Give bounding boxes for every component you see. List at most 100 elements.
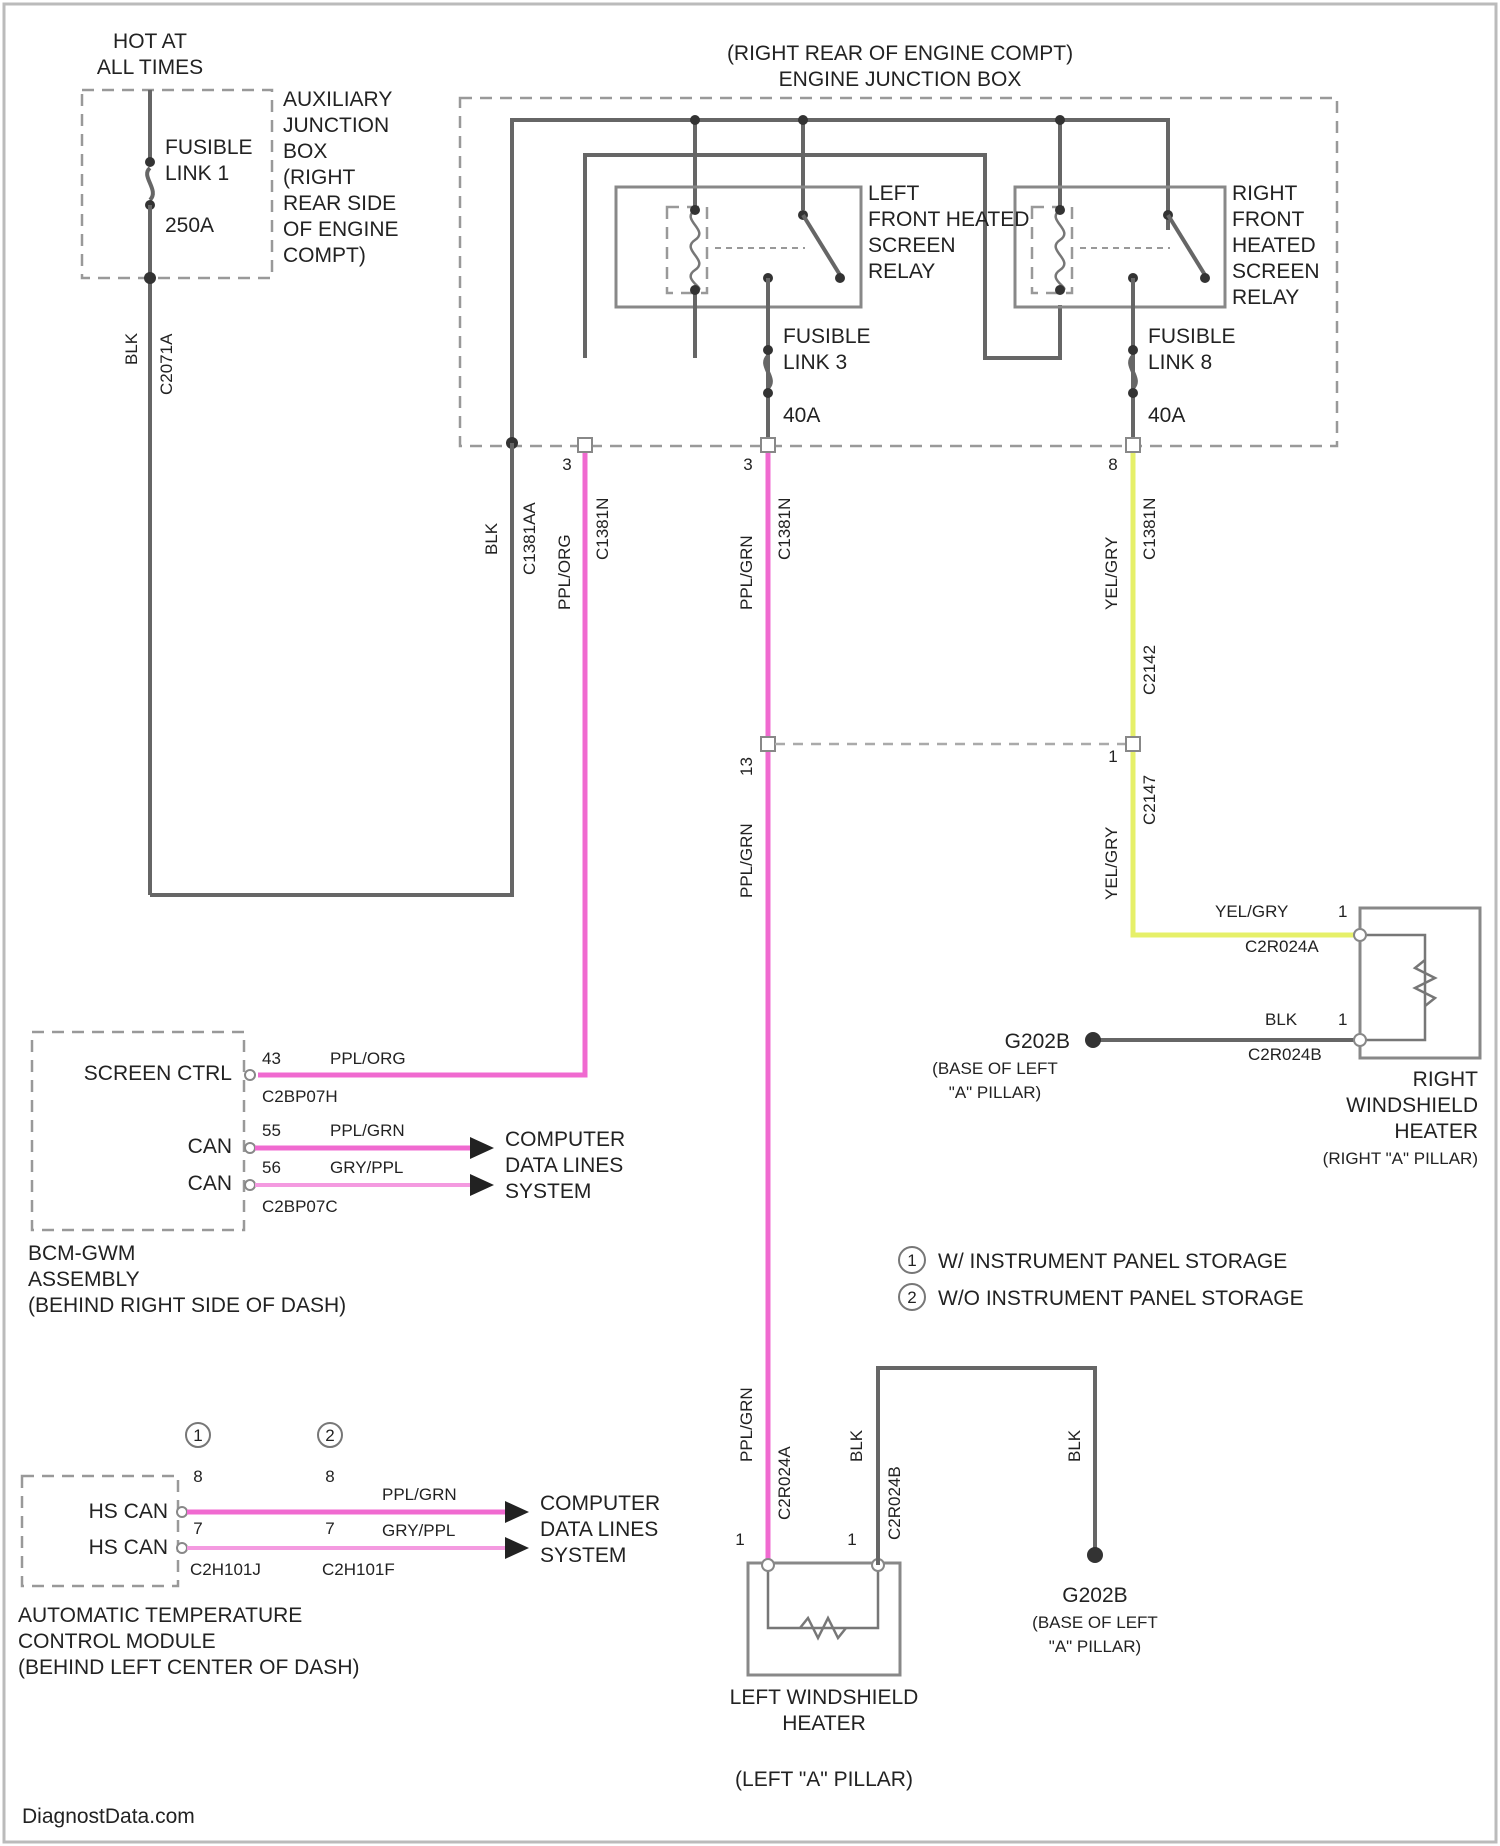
blk-wire-conn: C1381AA	[520, 502, 539, 575]
bcm-wire-can-hi: PPL/GRN	[330, 1121, 405, 1140]
c2142-conn: C2142	[1140, 645, 1159, 695]
atc-hs-can-hi: HS CAN	[89, 1500, 168, 1523]
atc-module: HS CAN HS CAN 1 2 8 7 8 7 PPL/GRN GRY/PP…	[18, 1423, 660, 1679]
yel-gry-pin: 8	[1108, 455, 1117, 474]
bcm-data-lines-2: DATA LINES	[505, 1154, 623, 1177]
right-heater-gnd-conn: C2R024B	[1248, 1045, 1322, 1064]
left-heater-ground: G202B	[1062, 1584, 1127, 1607]
bcm-pin-screen: 43	[262, 1049, 281, 1068]
bcm-label-3: (BEHIND RIGHT SIDE OF DASH)	[28, 1294, 346, 1317]
left-heater-gnd-conn: C2R024B	[885, 1466, 904, 1540]
atc-data-lines-3: SYSTEM	[540, 1544, 626, 1567]
legend: 1 W/ INSTRUMENT PANEL STORAGE 2 W/O INST…	[899, 1247, 1304, 1310]
legend-mark-1: 1	[907, 1251, 916, 1270]
atc-pin-3: 8	[325, 1467, 334, 1486]
aux-label-1: AUXILIARY	[283, 88, 392, 111]
bcm-data-lines-1: COMPUTER	[505, 1128, 625, 1151]
atc-label-1: AUTOMATIC TEMPERATURE	[18, 1604, 302, 1627]
left-heater-label-1: LEFT WINDSHIELD	[730, 1686, 919, 1709]
fuse3-label: FUSIBLE	[783, 325, 871, 348]
footer-watermark: DiagnostData.com	[22, 1805, 195, 1828]
right-heater-ground-loc-1: (BASE OF LEFT	[932, 1059, 1058, 1078]
atc-mark-1: 1	[193, 1426, 202, 1445]
atc-pin-2: 7	[193, 1519, 202, 1538]
left-relay-label-1: LEFT	[868, 182, 920, 205]
right-heater-pwr-pin: 1	[1338, 902, 1347, 921]
right-heater-label-2: WINDSHIELD	[1346, 1094, 1478, 1117]
right-heater-ground-loc-2: "A" PILLAR)	[949, 1083, 1041, 1102]
ppl-org-label: PPL/ORG	[555, 534, 574, 610]
left-heater-loc: (LEFT "A" PILLAR)	[735, 1768, 913, 1791]
ppl-grn-conn: C1381N	[775, 498, 794, 560]
right-heater-ground: G202B	[1005, 1030, 1070, 1053]
atc-label-3: (BEHIND LEFT CENTER OF DASH)	[18, 1656, 359, 1679]
fuse8-rating: 40A	[1148, 404, 1185, 427]
fuse1-label-2: LINK 1	[165, 162, 229, 185]
right-relay-label-1: RIGHT	[1232, 182, 1298, 205]
left-heater-label-2: HEATER	[782, 1712, 866, 1735]
aux-label-4: (RIGHT	[283, 166, 355, 189]
fuse8-label: FUSIBLE	[1148, 325, 1236, 348]
engine-junction-box: (RIGHT REAR OF ENGINE COMPT) ENGINE JUNC…	[460, 42, 1337, 449]
hot-label-2: ALL TIMES	[97, 56, 203, 79]
left-windshield-heater: PPL/GRN C2R024A BLK C2R024B BLK 1 1 G202…	[730, 1368, 1158, 1791]
bcm-can-lo: CAN	[188, 1172, 232, 1195]
bcm-label-2: ASSEMBLY	[28, 1268, 140, 1291]
atc-conn-2: C2H101F	[322, 1560, 395, 1579]
c2147-pin: 1	[1108, 747, 1117, 766]
right-heater-gnd-wire: BLK	[1265, 1010, 1298, 1029]
left-heater-pwr-pin: 1	[735, 1530, 744, 1549]
atc-conn-1: C2H101J	[190, 1560, 261, 1579]
aux-label-5: REAR SIDE	[283, 192, 396, 215]
right-relay-label-4: SCREEN	[1232, 260, 1320, 283]
left-heater-pwr-conn: C2R024A	[775, 1446, 794, 1520]
bcm-screen-ctrl: SCREEN CTRL	[84, 1062, 232, 1085]
fuse3-rating: 40A	[783, 404, 820, 427]
bcm-wire-screen: PPL/ORG	[330, 1049, 406, 1068]
right-relay-label-2: FRONT	[1232, 208, 1304, 231]
right-heater-gnd-pin: 1	[1338, 1010, 1347, 1029]
splice-pin: 13	[737, 757, 756, 776]
right-windshield-heater: YEL/GRY 1 C2R024A BLK 1 C2R024B G202B (B…	[932, 902, 1480, 1168]
aux-connector: C2071A	[157, 333, 176, 395]
legend-mark-2: 2	[907, 1288, 916, 1307]
auxiliary-junction-box: HOT AT ALL TIMES FUSIBLE LINK 1 250A AUX…	[82, 30, 399, 895]
aux-label-3: BOX	[283, 140, 327, 163]
bcm-pin-can-lo: 56	[262, 1158, 281, 1177]
c2147-conn: C2147	[1140, 775, 1159, 825]
engine-box-location: (RIGHT REAR OF ENGINE COMPT)	[727, 42, 1073, 65]
atc-pin-1: 8	[193, 1467, 202, 1486]
bcm-pin-can-hi: 55	[262, 1121, 281, 1140]
left-heater-gnd-wire: BLK	[847, 1429, 866, 1462]
right-heater-label-1: RIGHT	[1413, 1068, 1479, 1091]
left-heater-ground-loc-2: "A" PILLAR)	[1049, 1637, 1141, 1656]
legend-text-1: W/ INSTRUMENT PANEL STORAGE	[938, 1250, 1287, 1273]
right-heater-pwr-wire: YEL/GRY	[1215, 902, 1288, 921]
right-heater-label-4: (RIGHT "A" PILLAR)	[1323, 1149, 1478, 1168]
bcm-conn-b: C2BP07C	[262, 1197, 338, 1216]
yel-gry-label-2: YEL/GRY	[1102, 827, 1121, 900]
bcm-data-lines-3: SYSTEM	[505, 1180, 591, 1203]
aux-label-6: OF ENGINE	[283, 218, 399, 241]
right-relay-label-3: HEATED	[1232, 234, 1316, 257]
atc-pin-4: 7	[325, 1519, 334, 1538]
atc-data-lines-1: COMPUTER	[540, 1492, 660, 1515]
atc-data-lines-2: DATA LINES	[540, 1518, 658, 1541]
fuse1-rating: 250A	[165, 214, 214, 237]
hot-label-1: HOT AT	[113, 30, 187, 53]
right-heater-pwr-conn: C2R024A	[1245, 937, 1319, 956]
bcm-wire-can-lo: GRY/PPL	[330, 1158, 403, 1177]
atc-label-2: CONTROL MODULE	[18, 1630, 216, 1653]
fuse3-label-2: LINK 3	[783, 351, 847, 374]
left-relay-label-4: RELAY	[868, 260, 935, 283]
fuse1-label: FUSIBLE	[165, 136, 253, 159]
aux-wire-color: BLK	[122, 332, 141, 365]
atc-wire-lo: GRY/PPL	[382, 1521, 455, 1540]
ppl-grn-label: PPL/GRN	[737, 535, 756, 610]
yel-gry-conn: C1381N	[1140, 498, 1159, 560]
left-relay-label-2: FRONT HEATED	[868, 208, 1029, 231]
blk-wire-label: BLK	[482, 522, 501, 555]
yel-gry-label: YEL/GRY	[1102, 537, 1121, 610]
atc-mark-2: 2	[325, 1426, 334, 1445]
left-heater-pwr-wire: PPL/GRN	[737, 1387, 756, 1462]
